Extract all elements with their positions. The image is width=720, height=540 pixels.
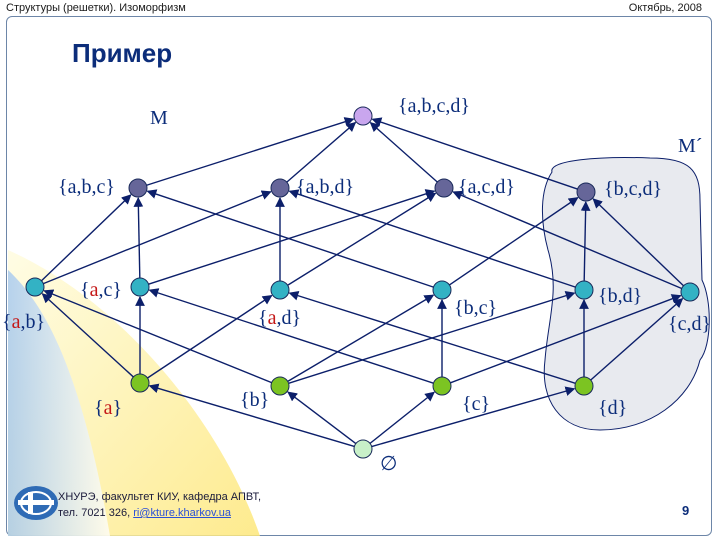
node-ac	[130, 277, 150, 297]
edge-cd-to-bcd	[592, 198, 684, 287]
node-bd	[574, 280, 594, 300]
edge-c-to-cd	[450, 294, 682, 384]
edge-bcd-to-abcd	[371, 117, 578, 190]
node-abcd	[353, 106, 373, 126]
footer-line-1: ХНУРЭ, факультет КИУ, кафедра АПВТ,	[58, 491, 262, 503]
lattice-name-m-prime: M´	[678, 135, 702, 157]
edge-empty-to-c	[369, 391, 435, 444]
node-c	[432, 376, 452, 396]
edge-bd-to-abd	[288, 189, 576, 288]
node-label-abd: {a,b,d}	[296, 176, 354, 198]
node-label-acd: {a,c,d}	[458, 176, 515, 198]
edge-a-to-ab	[41, 293, 134, 378]
node-label-ac: {a,c}	[80, 279, 122, 301]
background-blue-shape	[8, 270, 110, 536]
slide-title: Пример	[72, 38, 173, 68]
node-label-c: {c}	[462, 393, 490, 415]
edge-empty-to-a	[148, 383, 355, 448]
node-label-b: {b}	[240, 389, 269, 411]
node-bcd	[576, 182, 596, 202]
footer-phone: тел. 7021 326,	[58, 507, 134, 519]
node-label-cd: {c,d}	[668, 313, 711, 335]
node-label-bc: {b,c}	[454, 297, 497, 319]
node-label-d: {d}	[598, 397, 627, 419]
edge-abc-to-abcd	[146, 117, 355, 186]
edge-b-to-bc	[287, 294, 435, 383]
edge-bc-to-abc	[146, 189, 434, 288]
edge-ab-to-abd	[43, 190, 272, 285]
edge-cd-to-acd	[452, 190, 682, 290]
edge-empty-to-d	[371, 386, 576, 448]
node-label-empty: ∅	[380, 453, 397, 475]
node-label-a: {a}	[94, 397, 122, 419]
footer-contact: ХНУРЭ, факультет КИУ, кафедра АПВТ, тел.…	[58, 489, 261, 521]
edge-d-to-cd	[590, 297, 684, 381]
node-label-bcd: {b,c,d}	[604, 178, 662, 200]
node-label-bd: {b,d}	[598, 285, 642, 307]
slide-frame	[6, 16, 712, 536]
node-ab	[25, 277, 45, 297]
node-abd	[270, 178, 290, 198]
node-empty	[353, 439, 373, 459]
university-logo	[14, 486, 58, 520]
footer-email-link[interactable]: ri@kture.kharkov.ua	[133, 507, 231, 519]
edge-ac-to-acd	[148, 189, 436, 285]
edge-c-to-ac	[148, 288, 434, 384]
node-label-ad: {a,d}	[258, 307, 301, 329]
lattice-name-m: M	[150, 107, 168, 129]
node-d	[574, 376, 594, 396]
node-ad	[270, 280, 290, 300]
edge-ac-to-abc	[133, 197, 144, 279]
node-b	[270, 376, 290, 396]
node-abc	[128, 178, 148, 198]
node-bc	[432, 280, 452, 300]
node-label-abc: {a,b,c}	[58, 176, 115, 198]
edge-d-to-ad	[288, 290, 576, 384]
edge-bc-to-bcd	[449, 197, 579, 286]
edge-b-to-ab	[43, 289, 272, 384]
node-label-ab: {a,b}	[2, 311, 45, 333]
header-topic: Структуры (решетки). Изоморфизм	[6, 2, 186, 14]
node-cd	[680, 282, 700, 302]
node-label-abcd: {a,b,c,d}	[398, 95, 470, 117]
edge-empty-to-b	[287, 391, 357, 445]
lattice-nodes	[25, 106, 700, 459]
header-date: Октябрь, 2008	[628, 2, 702, 14]
node-acd	[434, 178, 454, 198]
edge-bd-to-bcd	[580, 201, 591, 282]
edge-ad-to-acd	[287, 192, 437, 286]
edge-abd-to-abcd	[286, 121, 357, 183]
lattice-edges	[41, 117, 684, 448]
node-a	[130, 373, 150, 393]
edge-ab-to-abc	[41, 194, 132, 282]
edge-a-to-ad	[147, 294, 273, 379]
page-number: 9	[682, 503, 690, 518]
edge-acd-to-abcd	[369, 121, 438, 183]
footer-line-2: тел. 7021 326, ri@kture.kharkov.ua	[58, 505, 261, 521]
